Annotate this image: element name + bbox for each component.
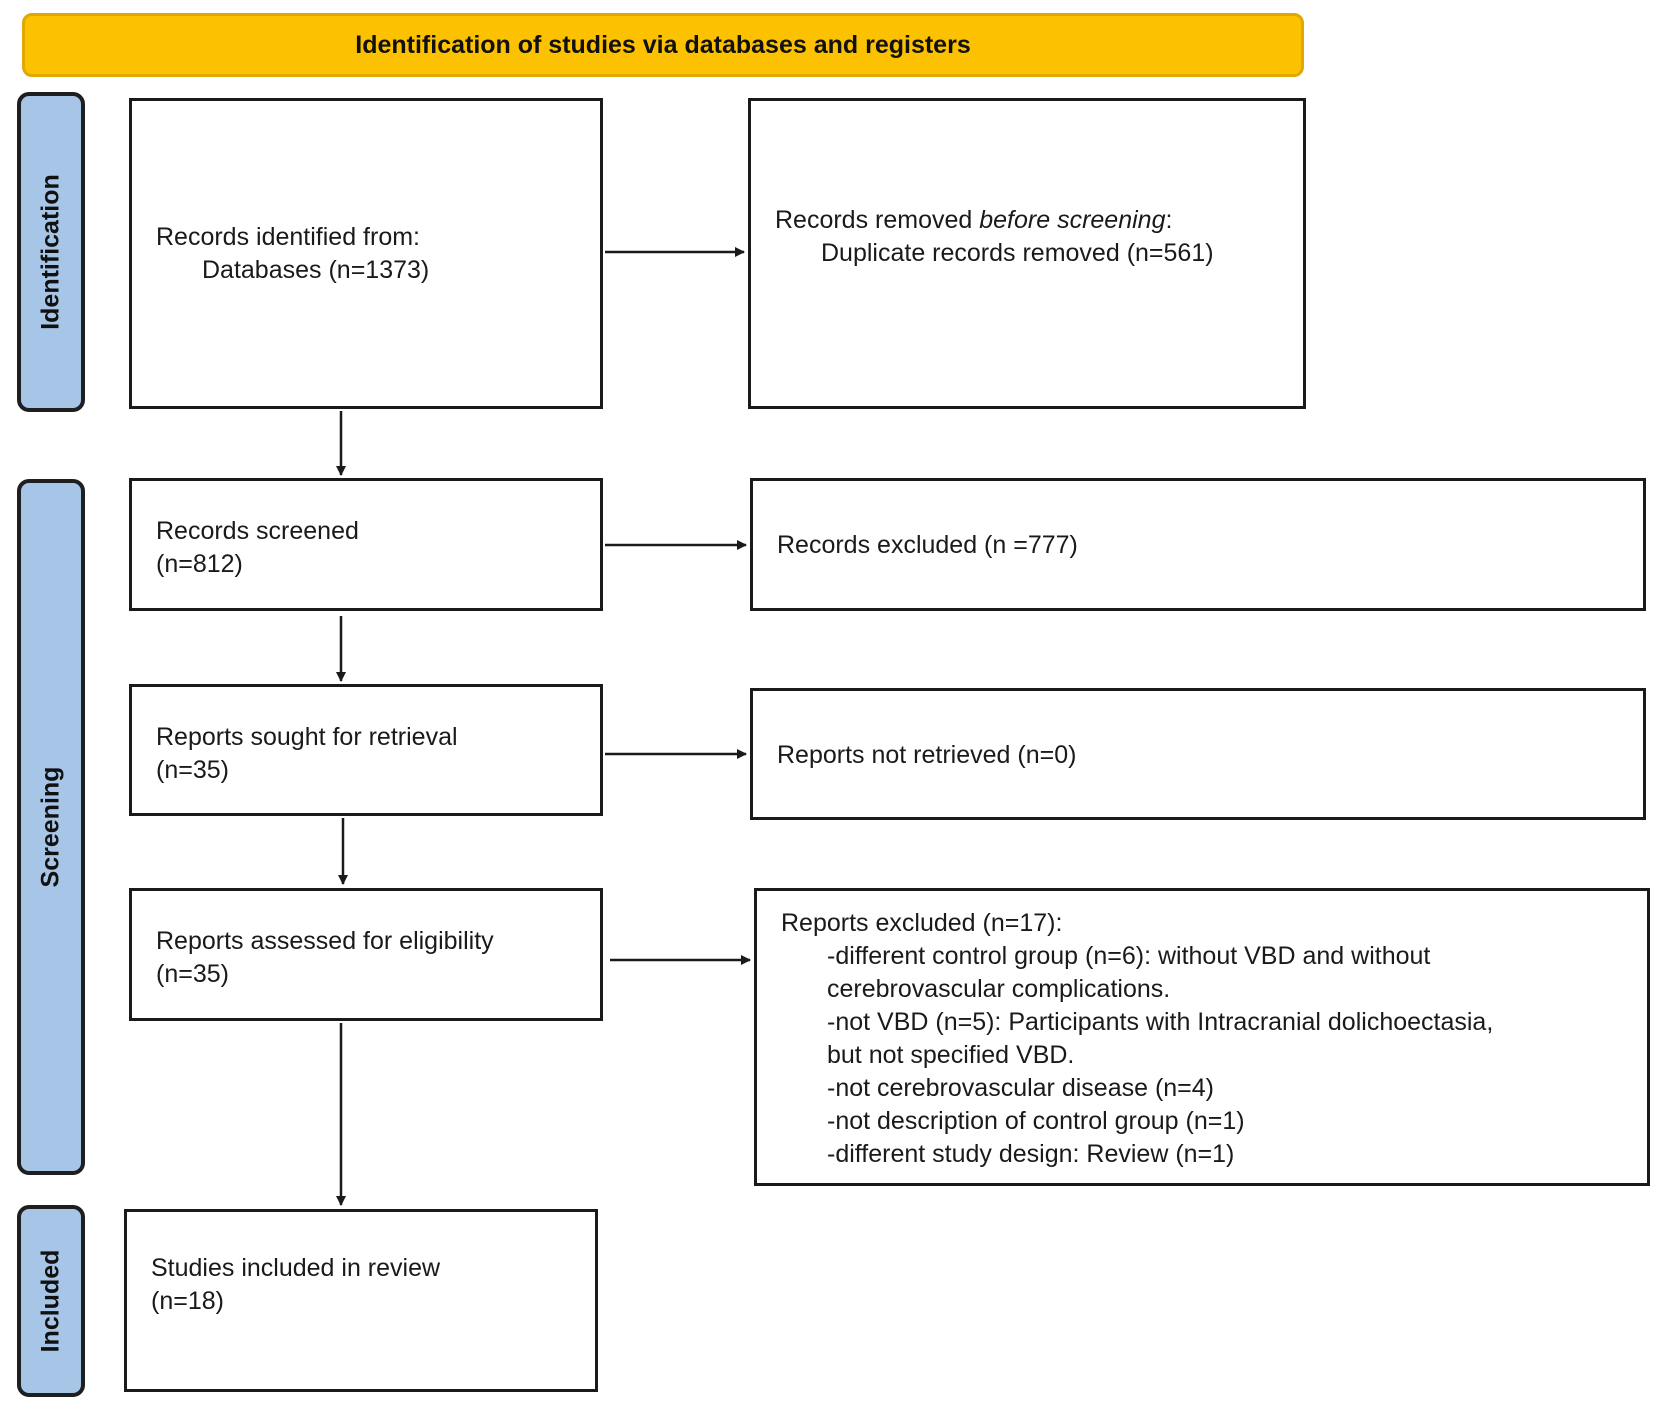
records-screened-box: Records screened (n=812) bbox=[129, 478, 603, 611]
reports-assessed-box: Reports assessed for eligibility (n=35) bbox=[129, 888, 603, 1021]
phase-included: Included bbox=[17, 1205, 85, 1397]
reports-excluded-title: Reports excluded (n=17): bbox=[781, 909, 1063, 937]
records-excluded-box: Records excluded (n =777) bbox=[750, 478, 1646, 611]
reports-sought-count: (n=35) bbox=[156, 756, 229, 784]
studies-included-count: (n=18) bbox=[151, 1287, 224, 1315]
header-banner: Identification of studies via databases … bbox=[22, 13, 1304, 77]
exclusion-reason: -not VBD (n=5): Participants with Intrac… bbox=[827, 1008, 1494, 1036]
reports-assessed-label: Reports assessed for eligibility bbox=[156, 927, 494, 955]
records-removed-emphasis: before screening bbox=[979, 206, 1166, 234]
reports-excluded-box: Reports excluded (n=17): -different cont… bbox=[754, 888, 1650, 1186]
exclusion-reason: cerebrovascular complications. bbox=[827, 975, 1171, 1003]
reports-sought-box: Reports sought for retrieval (n=35) bbox=[129, 684, 603, 816]
exclusion-reason: but not specified VBD. bbox=[827, 1041, 1075, 1069]
records-identified-box: Records identified from: Databases (n=13… bbox=[129, 98, 603, 409]
duplicate-records-removed: Duplicate records removed (n=561) bbox=[821, 239, 1214, 267]
records-removed-prefix: Records removed bbox=[775, 206, 980, 234]
reports-not-retrieved-label: Reports not retrieved (n=0) bbox=[777, 741, 1077, 769]
records-screened-label: Records screened bbox=[156, 517, 359, 545]
header-title: Identification of studies via databases … bbox=[355, 30, 971, 59]
records-removed-suffix: : bbox=[1165, 206, 1173, 234]
records-excluded-label: Records excluded (n =777) bbox=[777, 531, 1078, 559]
records-identified-label: Records identified from: bbox=[156, 223, 421, 251]
studies-included-box: Studies included in review (n=18) bbox=[124, 1209, 598, 1392]
reports-not-retrieved-box: Reports not retrieved (n=0) bbox=[750, 688, 1646, 820]
exclusion-reason: -different control group (n=6): without … bbox=[827, 942, 1431, 970]
phase-identification: Identification bbox=[17, 92, 85, 412]
exclusion-reason: -different study design: Review (n=1) bbox=[827, 1140, 1235, 1168]
phase-screening: Screening bbox=[17, 479, 85, 1175]
exclusion-reason: -not cerebrovascular disease (n=4) bbox=[827, 1074, 1214, 1102]
records-removed-box: Records removed before screening: Duplic… bbox=[748, 98, 1306, 409]
exclusion-reason: -not description of control group (n=1) bbox=[827, 1107, 1245, 1135]
records-screened-count: (n=812) bbox=[156, 550, 243, 578]
reports-assessed-count: (n=35) bbox=[156, 960, 229, 988]
reports-sought-label: Reports sought for retrieval bbox=[156, 723, 458, 751]
records-identified-databases: Databases (n=1373) bbox=[202, 256, 430, 284]
records-removed-label: Records removed before screening: bbox=[775, 204, 1289, 237]
studies-included-label: Studies included in review bbox=[151, 1254, 441, 1282]
